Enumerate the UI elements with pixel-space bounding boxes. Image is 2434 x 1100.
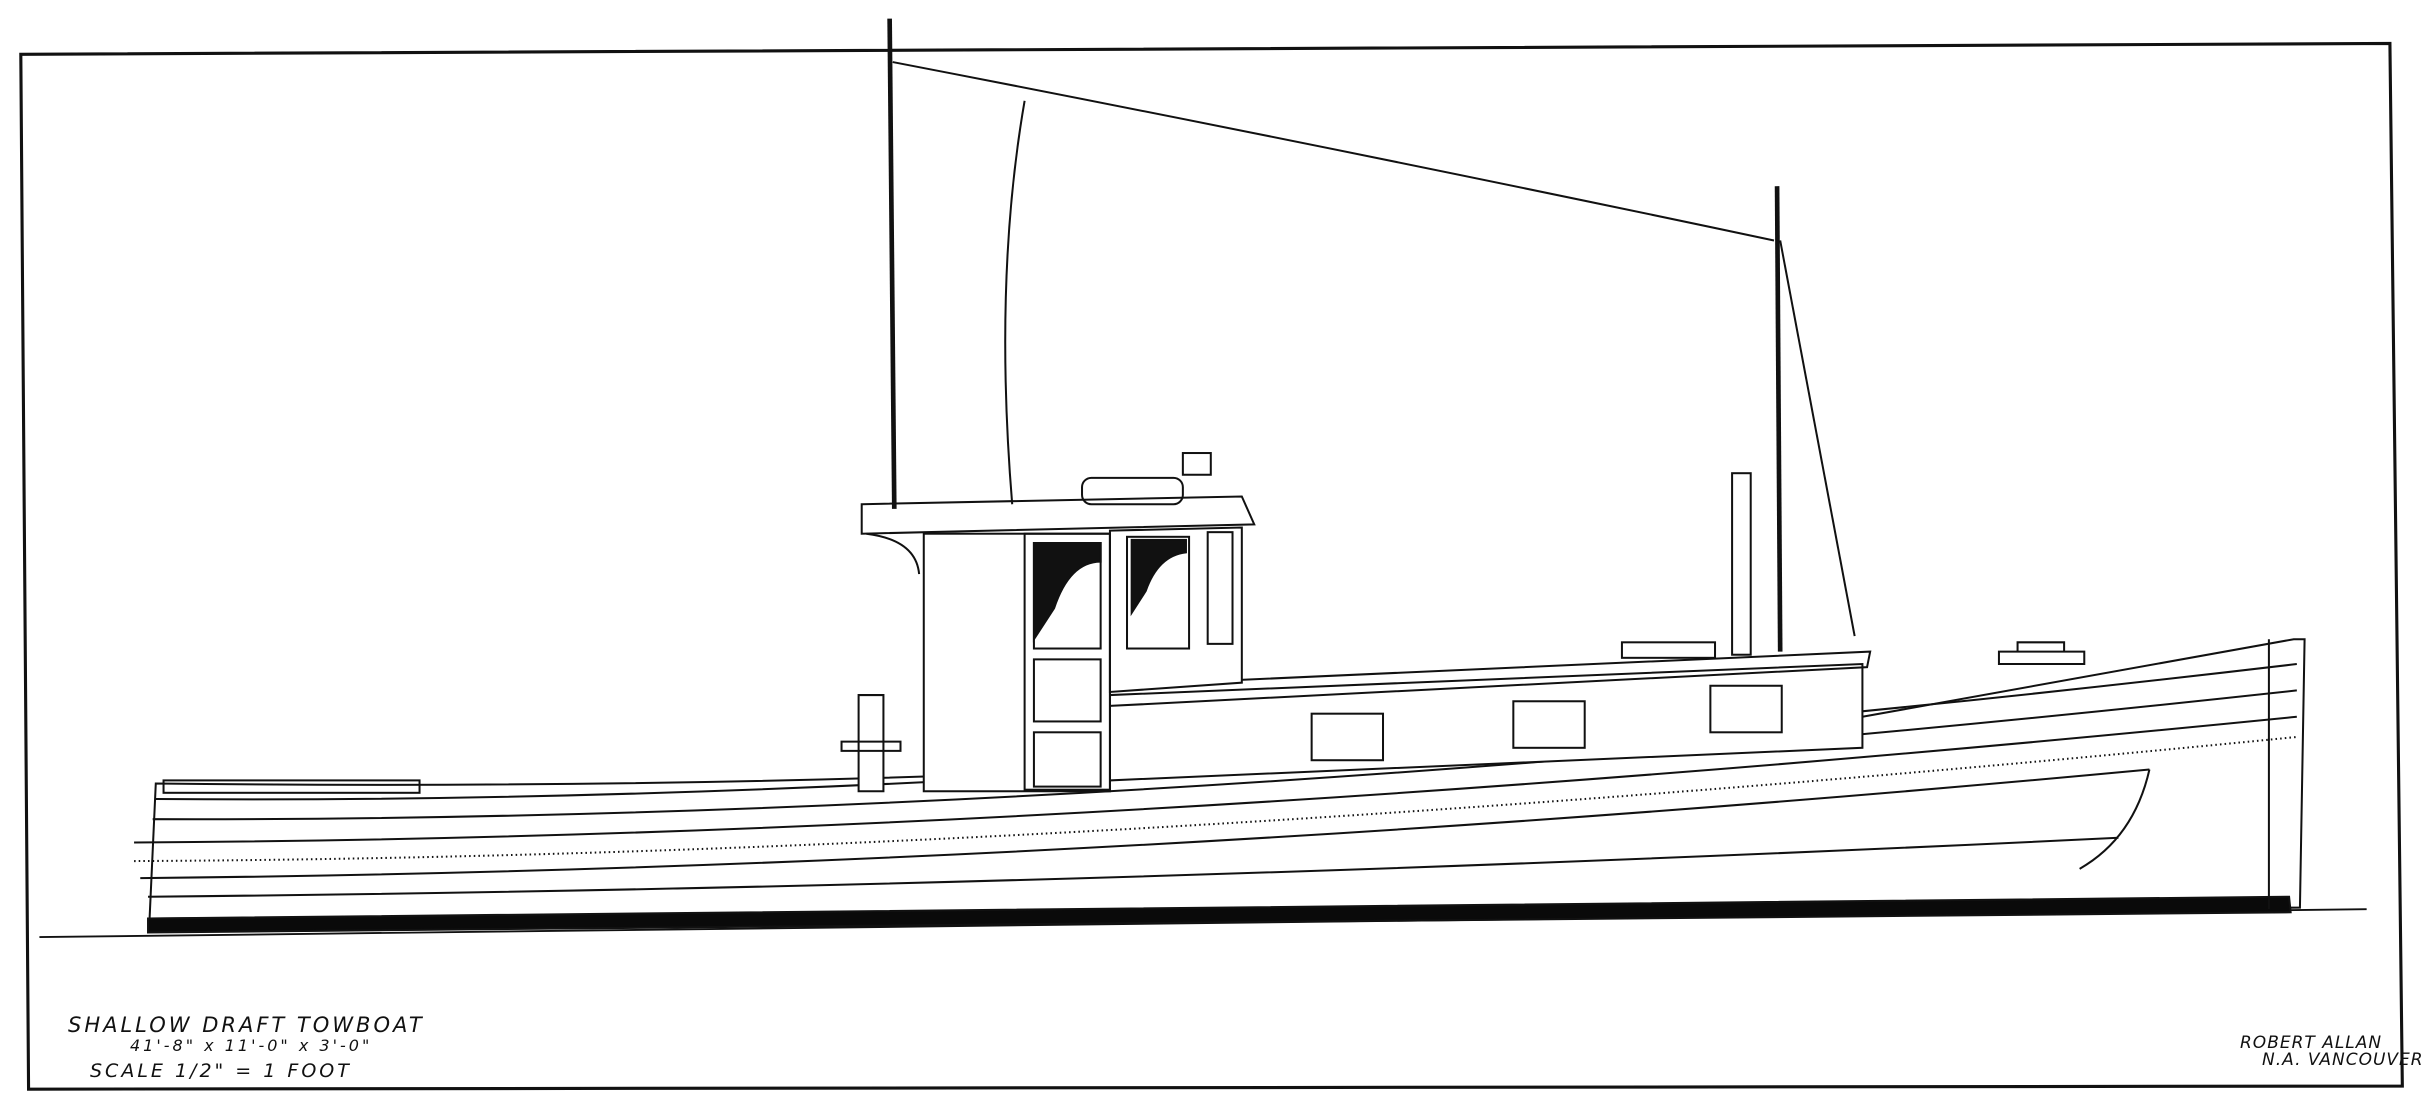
drawing-scale: SCALE 1/2" = 1 FOOT	[90, 1060, 352, 1082]
drawing-dimensions: 41'-8" x 11'-0" x 3'-0"	[130, 1036, 373, 1055]
designer-location: N.A. VANCOUVER	[2262, 1050, 2424, 1070]
porthole	[1310, 712, 1385, 762]
towing-bitt	[840, 694, 902, 793]
designer-name: ROBERT ALLAN	[2240, 1033, 2383, 1053]
stay	[892, 61, 1775, 242]
exhaust-stack	[1731, 472, 1752, 656]
aft-mast	[1774, 186, 1783, 652]
foremast	[887, 18, 897, 509]
drawing-border	[19, 41, 2404, 1091]
wheelhouse	[860, 452, 1256, 793]
drawing-title: SHALLOW DRAFT TOWBOAT	[68, 1013, 425, 1037]
porthole	[1709, 684, 1783, 734]
rigging	[840, 18, 2086, 793]
hull	[134, 638, 2306, 934]
porthole	[1512, 700, 1586, 749]
keel	[147, 895, 2292, 934]
deckhouse	[1108, 641, 1872, 782]
